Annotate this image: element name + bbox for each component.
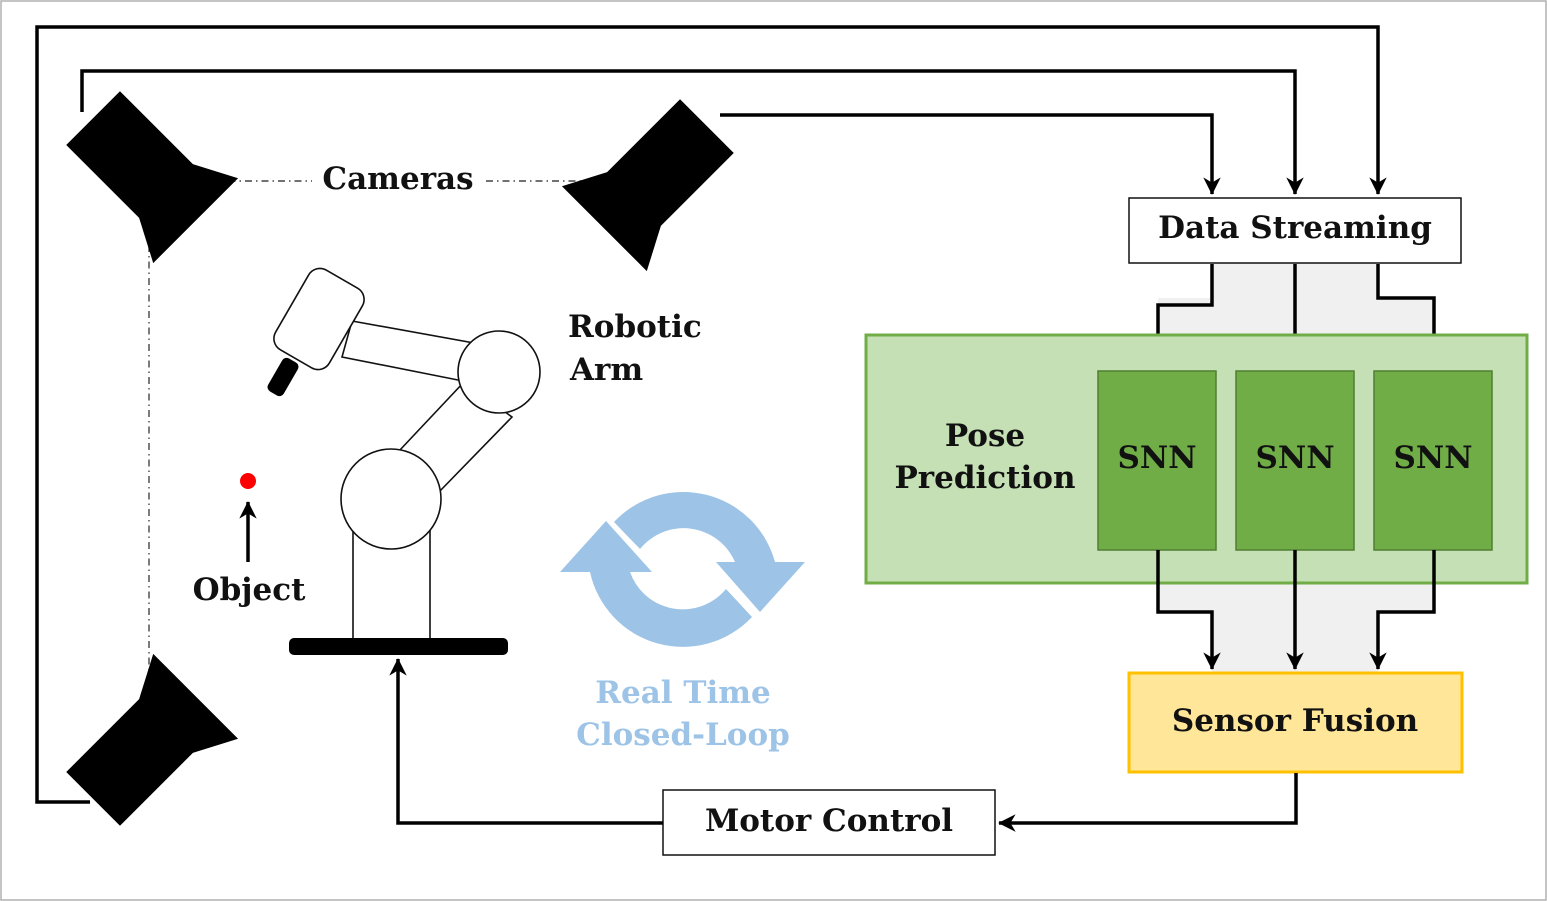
robotic-arm xyxy=(267,267,541,655)
motor-to-robot-wire xyxy=(389,658,663,825)
sensor-fusion-label: Sensor Fusion xyxy=(1172,703,1418,739)
snn-1-to-fusion-wire xyxy=(1156,550,1221,670)
motor-control-box xyxy=(662,789,996,856)
camera-left-bottom-to-streaming-wire xyxy=(35,25,1387,804)
motor-control-label: Motor Control xyxy=(705,803,953,839)
object-marker xyxy=(240,473,256,489)
streaming-to-snn-3-wire xyxy=(1376,264,1443,369)
data-streaming-label: Data Streaming xyxy=(1158,210,1432,246)
loop-label-line2: Closed-Loop xyxy=(576,717,790,753)
fusion-to-motor-wire xyxy=(998,773,1298,832)
pose-prediction-label-line2: Prediction xyxy=(894,460,1075,496)
camera-right-top-to-streaming-wire xyxy=(720,113,1221,195)
snn-label-1: SNN xyxy=(1117,440,1196,476)
snn-box-2 xyxy=(1235,370,1355,551)
robot-base xyxy=(289,638,508,655)
snn-box-1 xyxy=(1097,370,1217,551)
camera-icon xyxy=(561,99,734,272)
snn-label-3: SNN xyxy=(1393,440,1472,476)
camera-icon xyxy=(66,653,239,826)
camera-icon xyxy=(66,91,239,264)
loop-label-line1: Real Time xyxy=(595,675,771,711)
pose-prediction-label-line1: Pose xyxy=(945,418,1025,454)
cameras-label: Cameras xyxy=(322,161,473,197)
snn-3-to-fusion-wire xyxy=(1369,550,1436,670)
camera-left-top-to-streaming-wire xyxy=(80,69,1304,195)
robotic-arm-label-line1: Robotic xyxy=(568,309,702,345)
data-streaming-box xyxy=(1128,197,1462,264)
robotic-arm-label-line2: Arm xyxy=(569,352,643,388)
refresh-cycle-icon xyxy=(560,491,805,647)
snn-box-3 xyxy=(1373,370,1493,551)
snn-label-2: SNN xyxy=(1255,440,1334,476)
sensor-fusion-box xyxy=(1127,671,1464,774)
object-label: Object xyxy=(193,572,306,608)
